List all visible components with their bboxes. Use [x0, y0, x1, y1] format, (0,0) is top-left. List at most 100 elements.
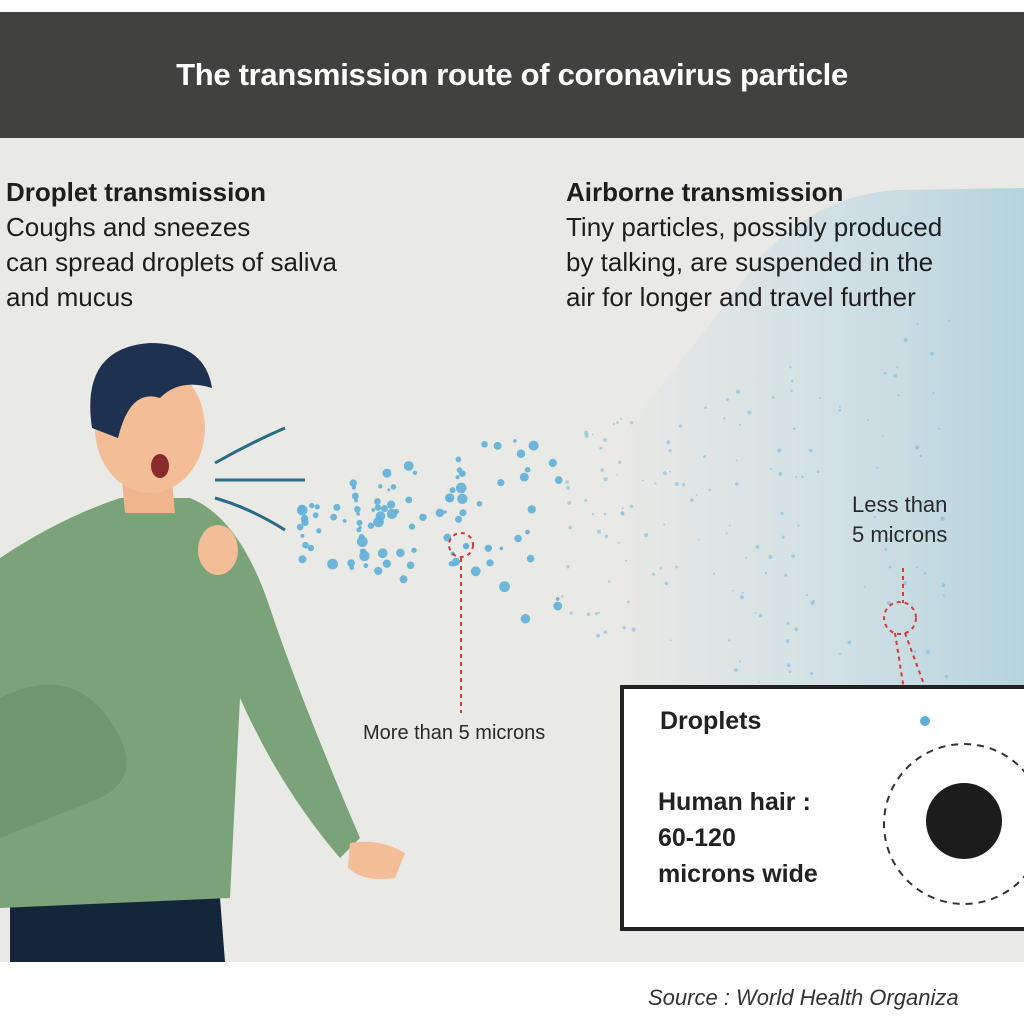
particle: [930, 351, 935, 356]
particle: [608, 580, 611, 583]
particle: [764, 572, 768, 575]
particle: [942, 594, 945, 597]
particle: [781, 535, 785, 539]
particle: [377, 548, 388, 559]
particle: [374, 504, 382, 511]
particle: [597, 529, 602, 534]
particle: [481, 441, 488, 448]
particle: [873, 515, 876, 518]
particle: [399, 575, 408, 584]
particle: [791, 554, 795, 559]
airborne-mist: [620, 188, 1024, 698]
particle: [629, 504, 634, 509]
particle: [890, 539, 893, 542]
particle: [455, 475, 460, 480]
source-credit: Source : World Health Organiza: [648, 985, 959, 1010]
airborne-line: by talking, are suspended in the: [566, 247, 934, 277]
particle: [758, 613, 763, 618]
particle: [883, 371, 887, 375]
particle: [513, 439, 517, 443]
particle: [884, 547, 888, 551]
particle: [330, 513, 337, 521]
airborne-line: Tiny particles, possibly produced: [566, 212, 943, 242]
particle: [594, 612, 599, 616]
particle: [314, 504, 320, 510]
human-hair-text: Human hair : 60-120 microns wide: [658, 784, 818, 892]
particle: [838, 408, 841, 412]
particle: [300, 533, 305, 538]
less-than-line: Less than: [852, 492, 948, 517]
particle: [457, 493, 468, 505]
particle: [445, 495, 452, 502]
particle: [669, 639, 672, 642]
particle: [668, 449, 672, 453]
particle: [374, 498, 381, 505]
particle: [451, 557, 461, 566]
hair-line: microns wide: [658, 860, 818, 888]
particle: [586, 612, 591, 617]
droplet-transmission-text: Droplet transmission Coughs and sneezes …: [6, 175, 337, 315]
particle: [497, 479, 505, 487]
particle: [795, 475, 798, 479]
particle: [738, 660, 742, 663]
particle: [514, 534, 522, 543]
particle: [602, 438, 607, 442]
particle: [723, 417, 726, 420]
particle: [301, 518, 309, 527]
droplet-particles: [296, 319, 950, 708]
particle: [810, 671, 814, 675]
particle: [745, 556, 748, 559]
illustration: [0, 188, 1024, 962]
particle: [405, 496, 413, 504]
particle: [742, 591, 744, 594]
particle: [867, 418, 870, 421]
particle: [698, 538, 701, 541]
particle: [777, 448, 782, 453]
particle: [675, 565, 678, 569]
particle: [347, 559, 355, 567]
particle: [940, 516, 945, 521]
particle: [554, 476, 563, 485]
particle: [394, 508, 400, 514]
particle: [612, 423, 615, 426]
hair-diagram: [883, 716, 1024, 905]
particle: [349, 479, 357, 487]
particle: [863, 585, 866, 588]
small-droplet-dot: [920, 716, 930, 726]
droplets-heading: Droplets: [660, 707, 762, 735]
particle: [919, 454, 923, 458]
particle: [644, 533, 649, 538]
particle: [356, 519, 363, 526]
particle: [922, 533, 925, 535]
particle: [296, 523, 304, 531]
particle: [792, 427, 796, 431]
particle: [382, 559, 392, 568]
particle: [591, 512, 595, 516]
particle: [309, 502, 315, 509]
particle: [704, 406, 707, 409]
particle: [886, 601, 891, 606]
droplet-size-circle: [883, 743, 1024, 905]
particle: [703, 455, 706, 459]
particle: [888, 565, 892, 569]
particle: [893, 374, 897, 378]
callout-lines: [448, 532, 941, 729]
particle: [621, 507, 624, 510]
particle: [302, 541, 309, 549]
title-banner: The transmission route of coronavirus pa…: [0, 12, 1024, 138]
particle: [754, 611, 757, 614]
particle: [784, 573, 788, 577]
particle: [499, 546, 504, 551]
airborne-heading: Airborne transmission: [566, 177, 844, 207]
particle: [555, 597, 560, 601]
particle: [663, 523, 666, 526]
particle: [567, 501, 572, 505]
particle: [770, 468, 773, 470]
particle: [805, 594, 809, 597]
particle: [527, 505, 536, 514]
droplet-line: and mucus: [6, 282, 134, 312]
particle: [642, 479, 644, 482]
page-title: The transmission route of coronavirus pa…: [176, 57, 848, 92]
particle: [349, 565, 355, 571]
particle: [458, 470, 466, 478]
